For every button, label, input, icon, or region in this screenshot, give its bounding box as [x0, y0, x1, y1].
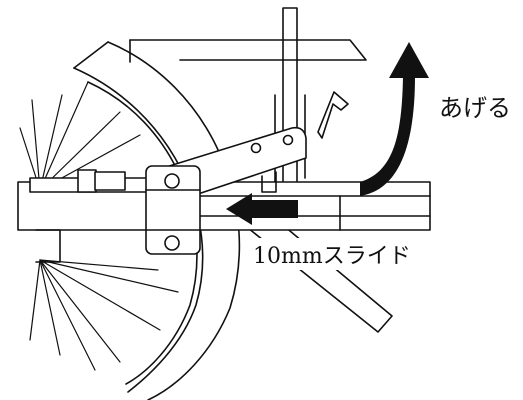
- tire-inner: [73, 67, 204, 393]
- arm-bolt-2: [282, 134, 294, 146]
- clamp-bolt-top: [164, 173, 180, 189]
- tire-outer: [107, 41, 241, 400]
- lift-label: あげる: [439, 94, 511, 122]
- rim-line: [87, 81, 198, 385]
- curved-up-arrow-icon: [360, 42, 429, 196]
- arm-spring: [261, 171, 277, 193]
- upper-frame: [129, 39, 367, 61]
- arm-bolt-1: [250, 142, 262, 154]
- hub-lower: [35, 229, 61, 263]
- tire-edge-top: [73, 41, 109, 69]
- clamp-block: [145, 165, 201, 255]
- slide-label: 10mmスライド: [251, 238, 413, 270]
- axle-nut-2: [94, 171, 126, 191]
- lock-bracket: [317, 91, 349, 139]
- left-arrow-icon: [226, 193, 298, 225]
- axle-nut: [77, 169, 97, 193]
- clamp-bolt-bottom: [164, 235, 180, 251]
